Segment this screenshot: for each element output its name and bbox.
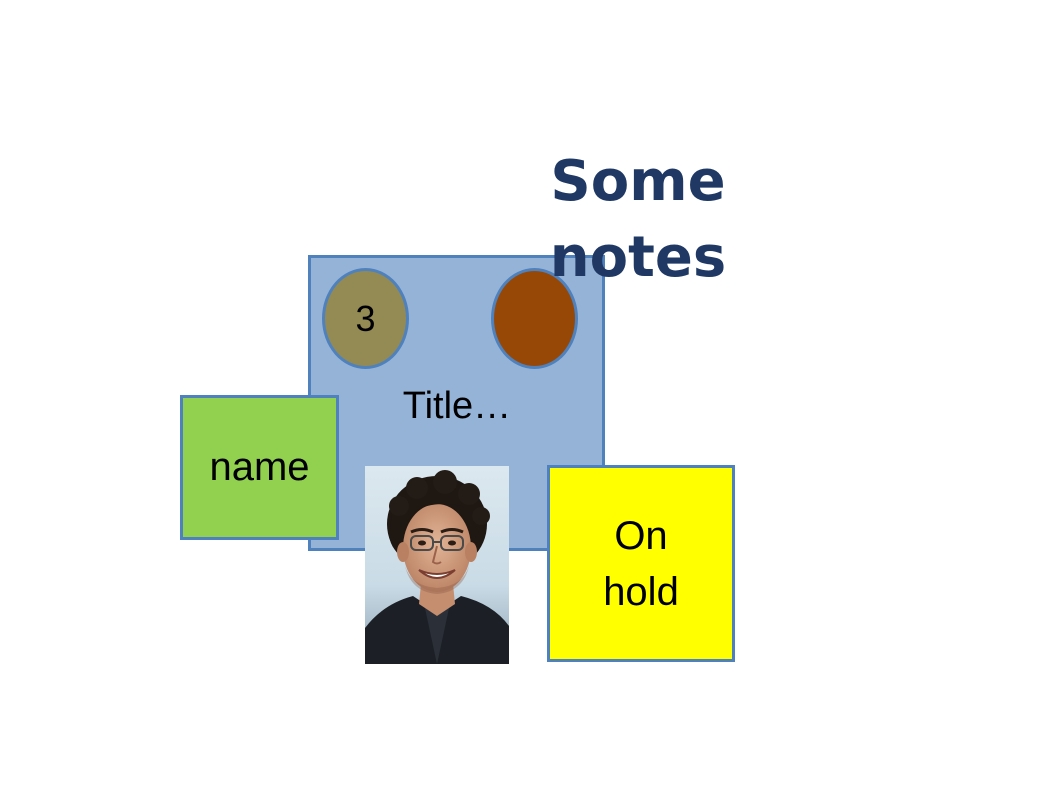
card-title: Title… (402, 385, 512, 427)
name-box: name (180, 395, 339, 540)
status-label: On hold (603, 513, 679, 614)
status-dot (491, 268, 578, 369)
person-photo (365, 466, 509, 664)
count-value: 3 (355, 297, 376, 339)
notes-heading: Some notes (549, 149, 727, 290)
name-label: name (209, 445, 310, 489)
status-box: On hold (547, 465, 735, 662)
count-badge: 3 (322, 268, 409, 369)
